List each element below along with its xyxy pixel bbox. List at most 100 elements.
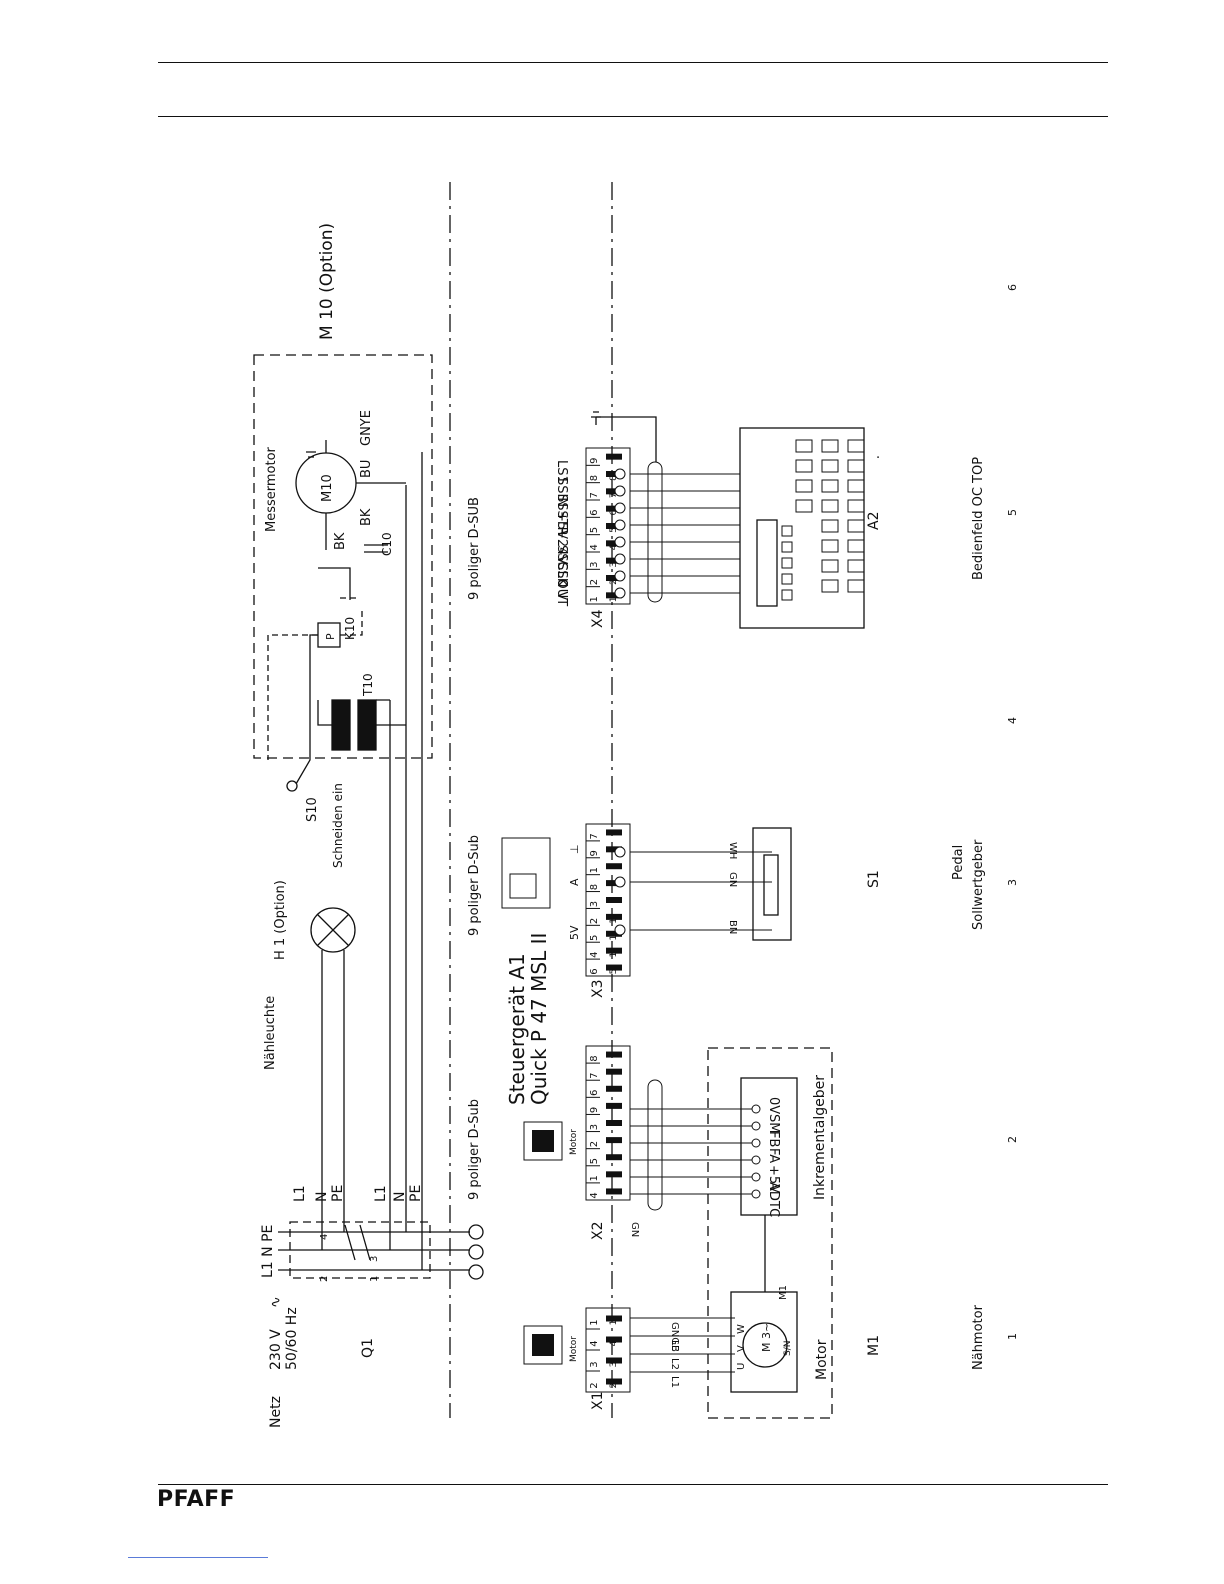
x3-pin-sub-label: 5 — [609, 969, 619, 975]
motor-m1-symbol — [742, 1322, 788, 1368]
x4-pin-contact — [606, 505, 622, 512]
x1-pin-label: 1 — [589, 1319, 600, 1325]
x4-pin-label: 3 — [589, 561, 600, 567]
panel-key — [847, 459, 865, 473]
x3-pin-contact — [606, 863, 622, 870]
x2-pin-contact — [606, 1137, 622, 1144]
breaker-pin-1: 4 — [319, 1234, 330, 1240]
pedal-potentiometer — [763, 854, 779, 916]
x2-pin-contact — [606, 1068, 622, 1075]
panel-key — [821, 459, 839, 473]
supply-terminal-l1 — [468, 1244, 484, 1260]
x4-signal-5: SSSTR — [554, 494, 569, 536]
panel-key — [821, 539, 839, 553]
x4-signal-3: +24V — [554, 528, 569, 564]
x2-pin-label: 8 — [589, 1055, 600, 1061]
x4-pin-sub-label: 3 — [609, 562, 619, 568]
shield-x4 — [596, 416, 657, 462]
x4-label: X4 — [590, 609, 606, 628]
motor-m1-tag: M1 — [778, 1285, 789, 1300]
x3-pin-label: 1 — [589, 867, 600, 873]
x1-pin-label: 4 — [589, 1340, 600, 1346]
knife-wire-1: BK — [359, 508, 374, 526]
x3-pin-label: 7 — [589, 833, 600, 839]
motor-m10-leads — [325, 440, 406, 550]
pedal-wire-label-2: WH — [727, 842, 738, 859]
x4-pin-label: 8 — [589, 475, 600, 481]
rail-label-2: PE — [330, 1185, 346, 1202]
lamp-cross — [316, 913, 350, 947]
x4-contact-2 — [614, 553, 626, 565]
supply-netz-label: Netz — [268, 1396, 284, 1428]
x4-contact-3 — [614, 536, 626, 548]
motor-icon-2 — [523, 1121, 563, 1161]
lamp-name: H 1 (Option) — [273, 880, 288, 960]
encoder-signal-3: FB — [766, 1131, 781, 1147]
x1-pin-sub-label: 4 — [609, 1340, 619, 1346]
x3-tag-1: A — [568, 878, 581, 886]
motor-phase-pin-1: V — [736, 1345, 747, 1352]
x1-pin-sub-label: 2 — [609, 1383, 619, 1389]
x3-label: X3 — [590, 980, 606, 999]
panel-key — [821, 439, 839, 453]
panel-key — [821, 579, 839, 593]
x2-pin-label: 1 — [589, 1175, 600, 1181]
pedal-contact-2 — [614, 846, 626, 858]
encoder-label: Inkrementalgeber — [812, 1075, 828, 1200]
panel-key — [847, 559, 865, 573]
section-number-1: 1 — [1006, 1333, 1019, 1340]
supply-terminal-n — [468, 1224, 484, 1240]
x3-pin-label: 9 — [589, 850, 600, 856]
x4-pin-label: 1 — [589, 596, 600, 602]
panel-key — [821, 479, 839, 493]
panel-key-small — [781, 525, 793, 537]
x1-pin-contact — [606, 1357, 622, 1364]
lamp-h1-symbol — [310, 907, 356, 953]
panel-key — [847, 439, 865, 453]
panel-key — [795, 479, 813, 493]
x1-pin-label: 3 — [589, 1361, 600, 1367]
x1-wire-label-2: L3 — [669, 1340, 680, 1352]
rail-label-0: L1 — [292, 1185, 308, 1202]
x4-strip — [585, 447, 631, 605]
x4-pin-contact — [606, 488, 622, 495]
panel-a2-name: A2 — [866, 512, 882, 530]
breaker-box — [289, 1221, 431, 1279]
x3-pin-contact — [606, 846, 622, 853]
motor-m1-label: Motor — [814, 1339, 830, 1380]
panel-key — [795, 439, 813, 453]
motor-m1-name: M1 — [866, 1335, 882, 1356]
encoder-pin-5 — [751, 1104, 761, 1114]
x2-pin-contact — [606, 1102, 622, 1109]
x4-pin-contact — [606, 592, 622, 599]
footer-link-underline[interactable] — [128, 1557, 268, 1558]
x4-contact-0 — [614, 587, 626, 599]
motor-icon-label-2: Motor — [569, 1129, 579, 1155]
supply-voltage-label: 230 V — [268, 1329, 284, 1370]
x4-pin-sub-label: 6 — [609, 510, 619, 516]
x3-pin-label: 5 — [589, 935, 600, 941]
x4-pin-label: 6 — [589, 509, 600, 515]
x1-pin-label: 2 — [589, 1382, 600, 1388]
panel-key — [795, 459, 813, 473]
panel-key — [821, 519, 839, 533]
x3-pin-contact — [606, 913, 622, 920]
mains-terminals-label: L1 N PE — [260, 1225, 276, 1278]
x3-pin-contact — [606, 880, 622, 887]
x4-signal-0: 0 V — [554, 579, 569, 600]
switch-s10-lever — [295, 634, 318, 785]
x1-pin-contact — [606, 1315, 622, 1322]
pedal-label-1: Pedal — [951, 845, 966, 880]
pedal-wire-label-1: GN — [727, 872, 738, 887]
x4-pin-label: 2 — [589, 579, 600, 585]
x2-pin-label: 5 — [589, 1158, 600, 1164]
x2-pin-contact — [606, 1154, 622, 1161]
x3-pin-contact — [606, 964, 622, 971]
x4-pin-sub-label: 1 — [609, 596, 619, 602]
ac-symbol-icon: ∿ — [268, 1296, 284, 1308]
ground-x4 — [591, 411, 601, 425]
encoder-pin-2 — [751, 1155, 761, 1165]
motor-icon-label-1: Motor — [569, 1336, 579, 1362]
x2-pin-label: 9 — [589, 1107, 600, 1113]
x2-pin-label: 7 — [589, 1072, 600, 1078]
